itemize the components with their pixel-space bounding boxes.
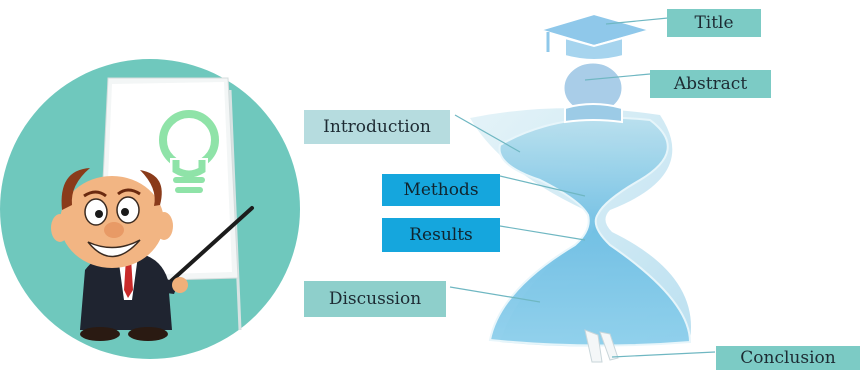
label-discussion: Discussion: [304, 281, 446, 317]
label-abstract: Abstract: [650, 70, 771, 98]
graduation-cap-icon: [536, 12, 654, 61]
presenter-cartoon: [51, 168, 188, 341]
label-conclusion: Conclusion: [716, 346, 860, 370]
label-title: Title: [667, 9, 761, 37]
label-methods: Methods: [382, 174, 500, 206]
lightbulb-icon: [159, 110, 219, 193]
hourglass-figure: [470, 12, 692, 363]
label-introduction: Introduction: [304, 110, 450, 144]
pointer-stick: [168, 206, 254, 284]
label-results: Results: [382, 218, 500, 252]
connector-lines: [449, 17, 716, 358]
presenter-illustration: [0, 59, 300, 359]
